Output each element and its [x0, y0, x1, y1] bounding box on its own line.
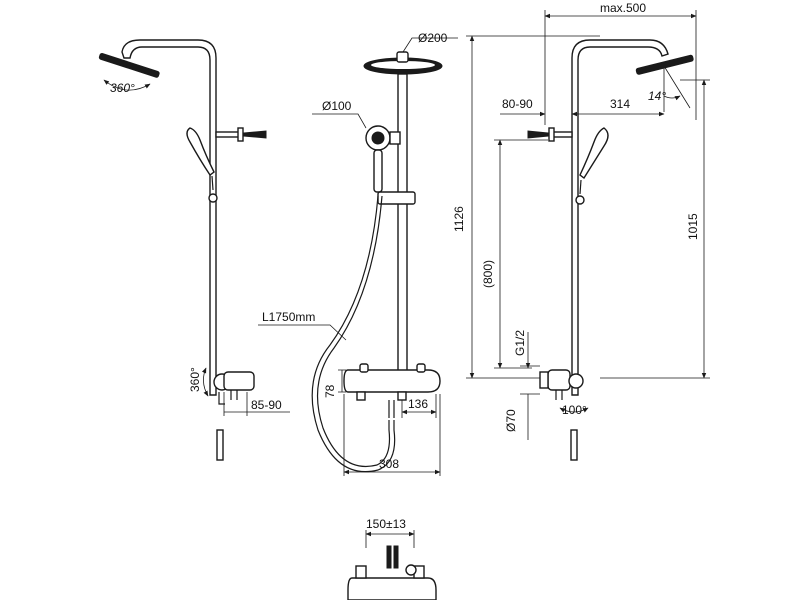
max-width-label: max.500 [600, 1, 646, 15]
left-bracket-screw [243, 130, 267, 139]
front-riser [397, 73, 408, 375]
front-view: Ø200 Ø100 L1750mm 78 136 [258, 31, 458, 476]
left-mixer-rotation-label: 360° [188, 367, 202, 392]
front-hand-shower-handle [373, 149, 383, 193]
head-height-label: 1015 [686, 213, 700, 240]
right-wall-offset-label: 80-90 [502, 97, 533, 111]
rosette-diameter-label: Ø70 [504, 409, 518, 432]
left-side-view: 360° 360° 85-90 [98, 39, 290, 461]
left-head-rotation-label: 360° [110, 81, 135, 95]
right-mixer-knob [568, 373, 584, 389]
mixer-width-label: 308 [379, 457, 399, 471]
left-upper-bracket [215, 131, 241, 138]
spout-rotation-label: 100° [562, 403, 587, 417]
mixer-depth-label: 78 [323, 384, 337, 398]
front-mixer-bar [343, 369, 441, 393]
right-riser-pipe [571, 39, 669, 396]
left-wall-offset-label: 85-90 [251, 398, 282, 412]
right-upper-bracket [551, 131, 573, 138]
left-lower-connector [216, 429, 224, 461]
right-hand-shower [579, 127, 609, 180]
left-mixer-body [223, 371, 255, 391]
right-side-view: max.500 14° 80-90 314 1126 (800) [452, 1, 710, 461]
detail-mixer-body [347, 577, 437, 600]
total-height-label: 1126 [452, 206, 466, 232]
hose-length-label: L1750mm [262, 310, 315, 324]
front-hose [311, 195, 396, 473]
left-mixer-rotation-arc [201, 367, 209, 397]
connection-detail: 150±13 [347, 517, 437, 600]
right-lower-connector [570, 429, 578, 461]
left-shower-head [98, 52, 160, 78]
right-shower-head [635, 54, 694, 75]
left-hand-shower [186, 127, 215, 177]
thread-label: G1/2 [513, 330, 527, 356]
front-slider [377, 191, 416, 205]
right-bracket-screw [527, 130, 549, 139]
left-head-rotation-arc [103, 79, 151, 91]
connection-centres-label: 150±13 [366, 517, 406, 531]
mixer-projection-label: 136 [408, 397, 428, 411]
head-diameter-label: Ø200 [418, 31, 448, 45]
left-riser-pipe [121, 39, 217, 396]
tilt-angle-label: 14° [648, 89, 666, 103]
arm-reach-label: 314 [610, 97, 630, 111]
right-mixer-body [547, 369, 571, 391]
rail-height-label: (800) [481, 260, 495, 288]
hand-diameter-label: Ø100 [322, 99, 352, 113]
